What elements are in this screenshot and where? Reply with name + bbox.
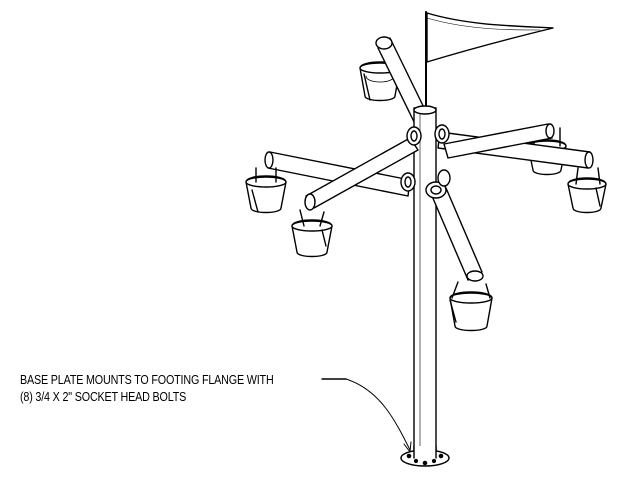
base-plate-callout-note: BASE PLATE MOUNTS TO FOOTING FLANGE WITH… <box>20 372 274 406</box>
main-pole <box>413 105 437 459</box>
callout-line-1: BASE PLATE MOUNTS TO FOOTING FLANGE WITH <box>20 373 274 387</box>
bucket-front-left <box>291 209 333 258</box>
base-plate <box>400 445 450 467</box>
bucket-right <box>567 167 607 214</box>
hub-clamps <box>400 124 451 199</box>
arm-front <box>431 187 484 282</box>
arm-front-left <box>304 137 419 211</box>
callout-line-2: (8) 3/4 X 2" SOCKET HEAD BOLTS <box>20 390 187 404</box>
bucket-left <box>245 167 287 214</box>
callout-leader <box>321 378 412 453</box>
flag <box>425 11 554 111</box>
bucket-front <box>449 281 493 332</box>
arm-back-right <box>443 123 555 159</box>
